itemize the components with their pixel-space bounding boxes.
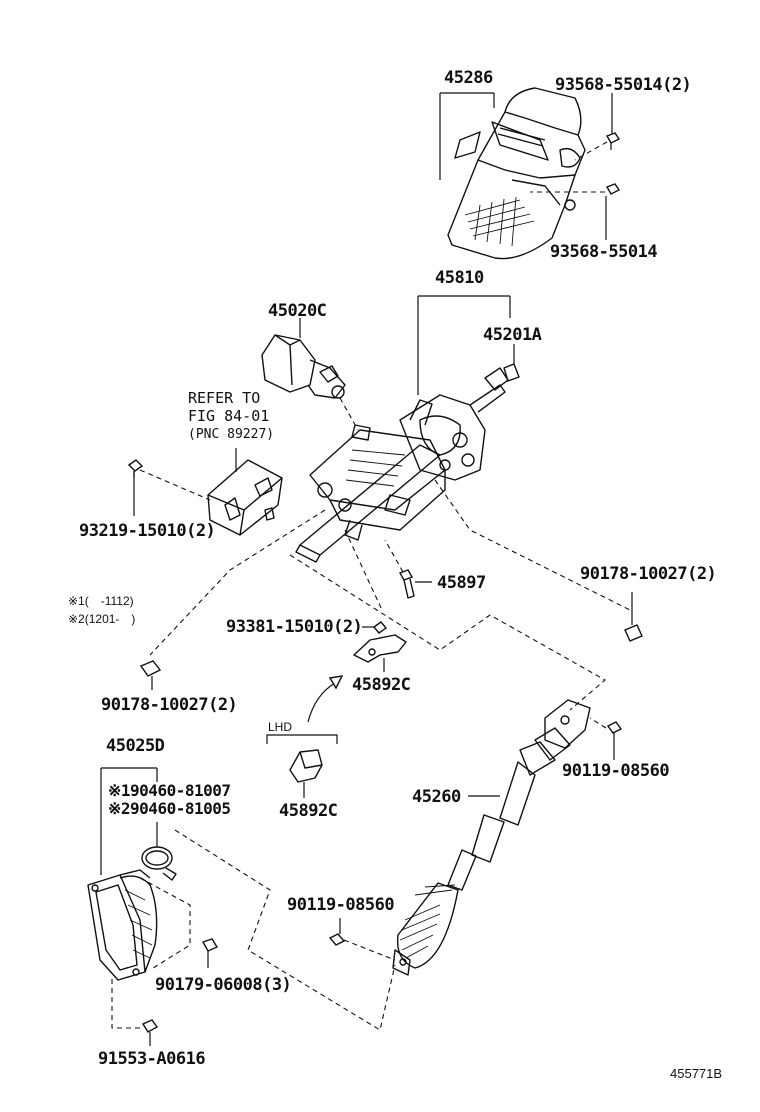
bolt-90119-left (328, 918, 396, 961)
label-90179-06008-3: 90179-06008(3) (155, 975, 291, 995)
bolt-90119-right (589, 717, 623, 760)
lhd-bracket (266, 734, 338, 798)
label-refer-line2: FIG 84-01 (188, 407, 269, 425)
dash-to-90178-right (434, 479, 631, 611)
bolt-91553 (111, 975, 159, 1046)
label-91553-A0616: 91553-A0616 (98, 1049, 205, 1069)
module-89227 (207, 459, 283, 536)
dash-to-90178-left (149, 509, 326, 656)
diagram-id: 455771B (670, 1066, 722, 1081)
intermediate-shaft-45260 (392, 699, 591, 976)
leader-45286 (439, 92, 495, 180)
bolt-93568-upper (574, 132, 621, 161)
leader-45810 (417, 295, 511, 395)
label-note2: ※2(1201- ) (68, 612, 135, 626)
label-93219-15010-2: 93219-15010(2) (79, 521, 215, 541)
label-45897: 45897 (437, 573, 486, 593)
leader-45025D (100, 767, 158, 875)
label-45201A: 45201A (483, 325, 542, 345)
label-lhd: LHD (268, 720, 292, 734)
label-45020C: 45020C (268, 301, 326, 321)
lhd-arrow (307, 675, 344, 723)
bolt-45897 (384, 539, 432, 599)
bolt-93381 (362, 621, 388, 634)
label-90460-81007: ※190460-81007 (108, 781, 231, 800)
label-45810: 45810 (435, 268, 484, 288)
label-93568-55014-2: 93568-55014(2) (555, 75, 691, 95)
dash-to-93381 (344, 529, 383, 611)
label-refer-line3: (PNC 89227) (188, 427, 274, 442)
label-45025D: 45025D (106, 736, 165, 756)
label-90178-10027-2-left: 90178-10027(2) (101, 695, 237, 715)
nut-90178-right (624, 592, 643, 642)
steering-column-45810 (295, 367, 509, 563)
bushing-45201A (503, 363, 520, 382)
dash-lower-shaft (174, 829, 396, 1031)
label-90119-08560-left: 90119-08560 (287, 895, 394, 915)
bolt-93568-lower (530, 183, 621, 195)
label-90119-08560-right: 90119-08560 (562, 761, 669, 781)
column-cover-45286 (447, 87, 586, 260)
hole-cover-45025D (87, 869, 191, 981)
label-45892C-top: 45892C (352, 675, 410, 695)
nut-90179 (201, 938, 219, 968)
dash-to-intermediate-shaft (289, 554, 606, 711)
label-45286: 45286 (444, 68, 493, 88)
label-45260: 45260 (412, 787, 461, 807)
label-93568-55014: 93568-55014 (550, 242, 657, 262)
label-note1: ※1( -1112) (68, 594, 134, 608)
bolt-93219 (127, 459, 211, 516)
tilt-lock-45020C (261, 334, 359, 431)
label-90460-81005: ※290460-81005 (108, 799, 231, 818)
label-45892C-bottom: 45892C (279, 801, 337, 821)
label-90178-10027-2-right: 90178-10027(2) (580, 564, 716, 584)
clamp-90460 (141, 822, 177, 881)
nut-90178-left (139, 660, 162, 690)
label-93381-15010-2: 93381-15010(2) (226, 617, 362, 637)
bracket-45892C-upper (353, 634, 407, 672)
label-refer-line1: REFER TO (188, 389, 260, 407)
